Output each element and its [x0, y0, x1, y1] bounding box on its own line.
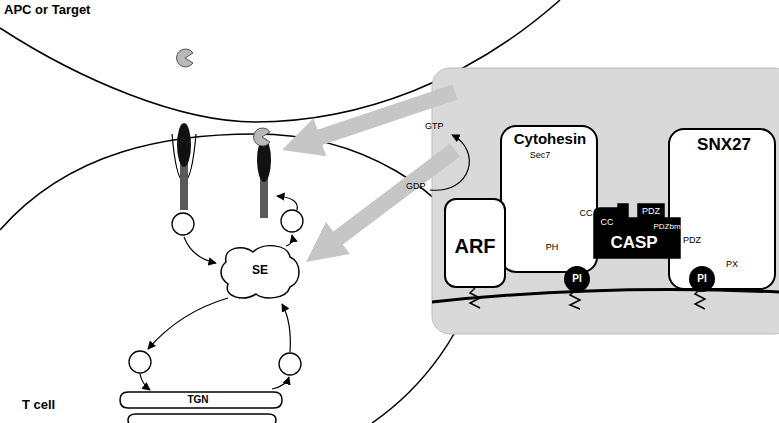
label-text: CC — [601, 218, 614, 227]
label-text: SE — [252, 264, 268, 276]
label-text: SNX27 — [697, 136, 751, 153]
pi-lipid: PI — [689, 266, 715, 292]
traffic-arrow — [184, 237, 216, 263]
lipid-anchor — [695, 289, 705, 309]
exchange-arrow — [430, 135, 469, 190]
label-text: PI — [697, 274, 706, 284]
label-text: Cytohesin — [514, 131, 587, 146]
casp-shape: CASP CC PDZ PDZbm — [594, 204, 680, 258]
ligand — [177, 49, 193, 67]
label-text: ARF — [454, 236, 495, 256]
label-text: TGN — [187, 395, 208, 405]
detail-panel — [432, 68, 779, 334]
label-text: CASP — [610, 234, 657, 251]
big-arrow — [282, 84, 458, 156]
lipid-anchor — [570, 290, 580, 309]
label-text: PI — [572, 274, 581, 284]
label-text: PX — [726, 260, 738, 269]
label-text: APC or Target — [4, 3, 90, 16]
cytohesin-box: CytohesinSec7CCPHPI — [500, 125, 598, 273]
panel-membrane — [432, 290, 779, 302]
vesicle — [281, 210, 303, 232]
label-text: PDZ — [642, 207, 660, 216]
pi-lipid: PI — [564, 266, 590, 292]
label-text: Sec7 — [530, 151, 551, 160]
ligand — [254, 128, 270, 146]
endosome-blob: SE — [218, 242, 304, 302]
lipid-anchor — [470, 288, 480, 308]
t-cell-membrane — [0, 134, 480, 423]
label-text: PH — [546, 243, 559, 252]
traffic-arrow — [277, 196, 297, 210]
label-text: GDP — [406, 182, 426, 191]
traffic-arrow — [140, 374, 150, 390]
traffic-arrow — [272, 377, 289, 389]
vesicle — [172, 213, 194, 235]
label-text: CC — [580, 209, 593, 218]
receptor-head — [177, 123, 191, 167]
label-text: T cell — [22, 398, 55, 411]
traffic-arrow — [148, 298, 228, 349]
label-text: GTP — [425, 122, 444, 131]
node-outline-path — [221, 246, 299, 298]
traffic-arrow — [282, 304, 290, 352]
golgi-stack: TGN — [118, 386, 284, 423]
arf-box: ARF — [444, 198, 506, 288]
label-text: PDZbm — [653, 223, 680, 231]
big-arrow — [306, 144, 460, 262]
node-outline-path — [120, 392, 282, 423]
snx27-box: SNX27PDZ PX PI — [668, 128, 776, 290]
vesicle — [129, 351, 151, 373]
traffic-arrow — [286, 235, 292, 246]
vesicle — [279, 353, 301, 375]
label-text: PDZ — [683, 236, 701, 245]
